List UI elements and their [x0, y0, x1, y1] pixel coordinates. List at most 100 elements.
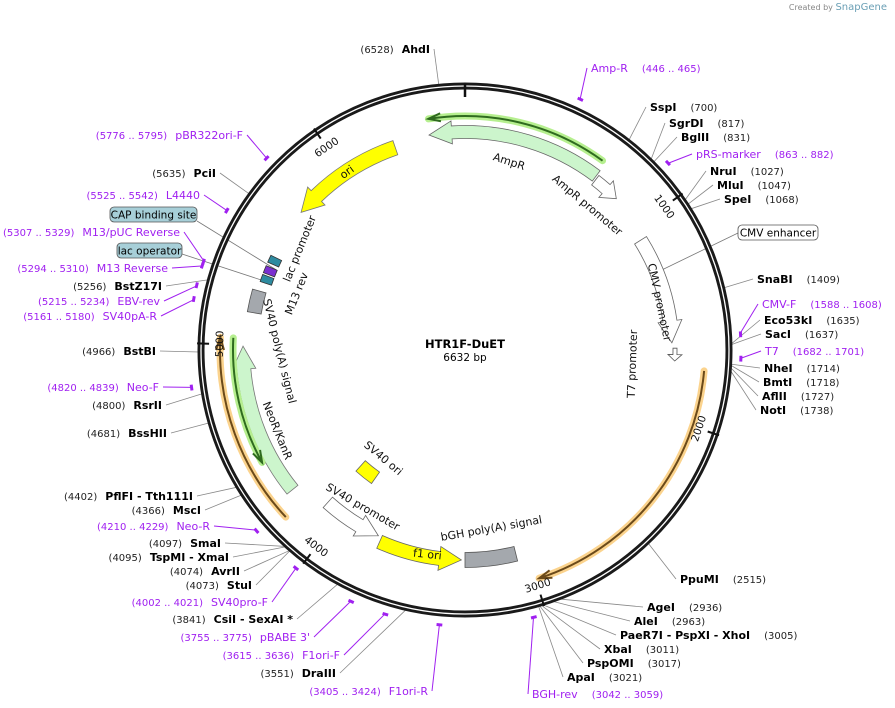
primer-label[interactable]: (4002 .. 4021)SV40pro-F: [132, 596, 268, 609]
svg-text:Amp-R(446 .. 465): Amp-R(446 .. 465): [591, 62, 701, 75]
svg-text:(5215 .. 5234)EBV-rev: (5215 .. 5234)EBV-rev: [38, 295, 160, 308]
primer-label[interactable]: (5525 .. 5542)L4440: [86, 189, 200, 202]
site-label[interactable]: (6528)AhdI: [360, 43, 430, 56]
site-label[interactable]: NotI(1738): [760, 404, 833, 417]
svg-text:NheI(1714): NheI(1714): [764, 362, 840, 375]
site-label[interactable]: (3551)DraIII: [260, 667, 336, 680]
label-name: StuI: [227, 579, 252, 592]
svg-text:PpuMI(2515): PpuMI(2515): [680, 573, 766, 586]
svg-text:(5307 .. 5329)M13/pUC Reverse: (5307 .. 5329)M13/pUC Reverse: [3, 226, 180, 239]
orf-line-right-halo: [535, 367, 708, 582]
cmv-enhancer-box[interactable]: CMV enhancer: [737, 224, 819, 241]
site-label[interactable]: (4402)PflFI - Tth111I: [64, 490, 193, 503]
site-label[interactable]: NheI(1714): [764, 362, 840, 375]
site-label[interactable]: (4681)BssHII: [87, 427, 167, 440]
cap-site-mark[interactable]: [267, 254, 283, 268]
cap-binding-site-box[interactable]: CAP binding site: [109, 206, 198, 223]
site-label[interactable]: (5635)PciI: [152, 167, 216, 180]
primer-label[interactable]: BGH-rev(3042 .. 3059): [532, 688, 663, 701]
site-label[interactable]: SspI(700): [650, 101, 717, 114]
sv40-polya-box[interactable]: [246, 288, 267, 315]
primer-mark: [191, 295, 196, 303]
primer-label[interactable]: (4210 .. 4229)Neo-R: [97, 520, 210, 533]
site-label[interactable]: (5256)BstZ17I: [73, 280, 162, 293]
primer-label[interactable]: (4820 .. 4839)Neo-F: [47, 381, 159, 394]
leader-lines: [159, 48, 762, 695]
site-label[interactable]: BmtI(1718): [763, 376, 840, 389]
site-label[interactable]: (4074)AvrII: [170, 565, 240, 578]
orf-line-right[interactable]: [538, 370, 706, 580]
lac-operator-mark[interactable]: [259, 273, 275, 286]
ampr-arrow[interactable]: [428, 120, 601, 182]
label-name: Amp-R: [591, 62, 628, 75]
primer-label[interactable]: (5294 .. 5310)M13 Reverse: [17, 262, 168, 275]
cmv-promoter-arrow[interactable]: [634, 236, 683, 344]
site-label[interactable]: Eco53kI(1635): [764, 314, 860, 327]
site-label[interactable]: (4800)RsrII: [92, 399, 162, 412]
primer-label[interactable]: (3755 .. 3775)pBABE 3': [181, 631, 311, 644]
orf-line-left[interactable]: [219, 337, 287, 518]
site-label[interactable]: (4095)TspMI - XmaI: [109, 551, 229, 564]
primer-label[interactable]: (3615 .. 3636)F1ori-F: [223, 649, 340, 662]
site-label[interactable]: PspOMI(3017): [587, 657, 681, 670]
neor-orf-line[interactable]: [232, 337, 263, 463]
primer-label[interactable]: (3405 .. 3424)F1ori-R: [309, 685, 428, 698]
primer-label[interactable]: (5161 .. 5180)SV40pA-R: [23, 310, 157, 323]
site-label[interactable]: SpeI(1068): [724, 193, 799, 206]
leader-line: [296, 583, 339, 620]
svg-text:Eco53kI(1635): Eco53kI(1635): [764, 314, 860, 327]
site-label[interactable]: SacI(1637): [765, 328, 838, 341]
sv40-promoter-arrow[interactable]: [322, 496, 380, 537]
site-label[interactable]: XbaI(3011): [604, 643, 679, 656]
m13-rev-mark[interactable]: [262, 265, 278, 278]
primer-label[interactable]: Amp-R(446 .. 465): [591, 62, 701, 75]
site-label[interactable]: (4097)SmaI: [149, 537, 221, 550]
site-label[interactable]: (4073)StuI: [186, 579, 252, 592]
svg-text:(4800)RsrII: (4800)RsrII: [92, 399, 162, 412]
label-position: (4820 .. 4839): [47, 383, 119, 394]
svg-text:(4210 .. 4229)Neo-R: (4210 .. 4229)Neo-R: [97, 520, 210, 533]
site-label[interactable]: (4366)MscI: [132, 504, 201, 517]
leader-line: [667, 153, 693, 165]
site-label[interactable]: SnaBI(1409): [757, 273, 840, 286]
ampr-orf-line[interactable]: [428, 115, 604, 162]
t7-promoter-arrow[interactable]: [666, 347, 683, 362]
svg-text:CMV-F(1588 .. 1608): CMV-F(1588 .. 1608): [762, 298, 882, 311]
lac-operator-box[interactable]: lac operator: [116, 242, 183, 259]
site-label[interactable]: (4966)BstBI: [82, 345, 156, 358]
primer-label[interactable]: T7(1682 .. 1701): [764, 345, 864, 358]
label-name: pBR322ori-F: [175, 129, 243, 142]
site-label[interactable]: NruI(1027): [710, 165, 784, 178]
primer-label[interactable]: CMV-F(1588 .. 1608): [762, 298, 882, 311]
ampr-promoter-arrow[interactable]: [591, 174, 617, 200]
primer-label[interactable]: pRS-marker(863 .. 882): [696, 148, 834, 161]
site-label[interactable]: AleI(2963): [634, 615, 705, 628]
site-label[interactable]: AgeI(2936): [647, 601, 722, 614]
site-label[interactable]: AflII(1727): [762, 390, 834, 403]
label-position: (4095): [109, 553, 142, 564]
label-name: BstBI: [123, 345, 156, 358]
site-label[interactable]: ApaI(3021): [567, 671, 642, 684]
features: [215, 112, 708, 582]
site-label[interactable]: PaeR7I - PspXI - XhoI(3005): [620, 629, 798, 642]
site-label[interactable]: (3841)CsiI - SexAI *: [172, 613, 293, 626]
leader-line: [165, 279, 209, 287]
sv40-ori-box[interactable]: [355, 460, 381, 485]
primer-label[interactable]: (5307 .. 5329)M13/pUC Reverse: [3, 226, 180, 239]
leader-line: [165, 393, 203, 406]
f1-ori-arrow[interactable]: [376, 534, 463, 571]
leader-line: [159, 350, 200, 353]
feature-label-f1-ori: f1 ori: [412, 547, 442, 563]
orf-line-right-arrowhead: [536, 569, 553, 580]
leader-line: [213, 525, 258, 531]
site-label[interactable]: BglII(831): [681, 131, 750, 144]
primer-label[interactable]: (5776 .. 5795)pBR322ori-F: [96, 129, 243, 142]
bgh-polya-box[interactable]: [464, 546, 519, 568]
site-label[interactable]: SgrDI(817): [669, 117, 744, 130]
site-label[interactable]: PpuMI(2515): [680, 573, 766, 586]
ori-arrow[interactable]: [300, 140, 399, 214]
svg-text:(6528)AhdI: (6528)AhdI: [360, 43, 430, 56]
label-name: AflII: [762, 390, 787, 403]
site-label[interactable]: MluI(1047): [717, 179, 791, 192]
primer-label[interactable]: (5215 .. 5234)EBV-rev: [38, 295, 160, 308]
